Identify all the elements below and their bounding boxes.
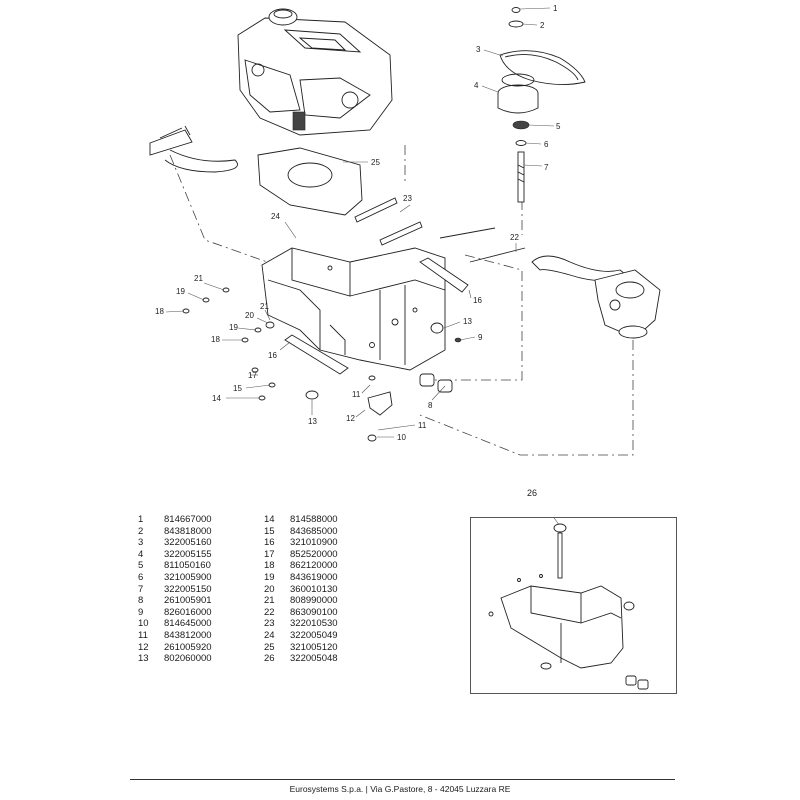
callout-labels: 1 2 3 4 5 6 7 8 9 10 11 11 12 13 13 14 1… (155, 4, 561, 442)
pins (354, 197, 526, 263)
callout: 13 (308, 417, 317, 426)
callout: 10 (397, 433, 406, 442)
callout: 18 (211, 335, 220, 344)
callout: 25 (371, 158, 380, 167)
callout: 11 (352, 390, 361, 399)
callout: 13 (463, 317, 472, 326)
callout: 3 (476, 45, 481, 54)
lever-arms (284, 257, 469, 375)
callout: 14 (212, 394, 221, 403)
throttle-cable (149, 125, 238, 173)
callout: 24 (271, 212, 280, 221)
clutch-belt-assembly (531, 255, 661, 339)
footer-address: Eurosystems S.p.a. | Via G.Pastore, 8 - … (289, 784, 511, 794)
callout: 11 (418, 421, 427, 430)
engine (237, 8, 393, 136)
callout: 4 (474, 81, 479, 90)
pulley-assembly (497, 7, 586, 203)
callout: 16 (473, 296, 482, 305)
chassis-frame (261, 247, 446, 371)
callout: 23 (403, 194, 412, 203)
callout: 15 (233, 384, 242, 393)
callout: 17 (248, 371, 257, 380)
callout: 20 (245, 311, 254, 320)
callout: 22 (510, 233, 519, 242)
callout: 19 (176, 287, 185, 296)
callout: 16 (268, 351, 277, 360)
callout: 6 (544, 140, 549, 149)
fasteners (182, 287, 462, 442)
callout: 7 (544, 163, 549, 172)
footer-divider (130, 779, 675, 780)
callout: 2 (540, 21, 545, 30)
exploded-parts-diagram: 1 2 3 4 5 6 7 8 9 10 11 11 12 13 13 14 1… (149, 4, 661, 456)
callout: 21 (260, 302, 269, 311)
callout: 9 (478, 333, 483, 342)
inset-callout: 26 (527, 488, 538, 498)
assembled-frame-drawing (488, 518, 649, 690)
callout: 19 (229, 323, 238, 332)
callout: 12 (346, 414, 355, 423)
callout: 8 (428, 401, 433, 410)
callout: 5 (556, 122, 561, 131)
assembled-view-inset (470, 517, 677, 694)
callout: 21 (194, 274, 203, 283)
callout: 1 (553, 4, 558, 13)
callout: 18 (155, 307, 164, 316)
engine-plate (257, 147, 363, 216)
